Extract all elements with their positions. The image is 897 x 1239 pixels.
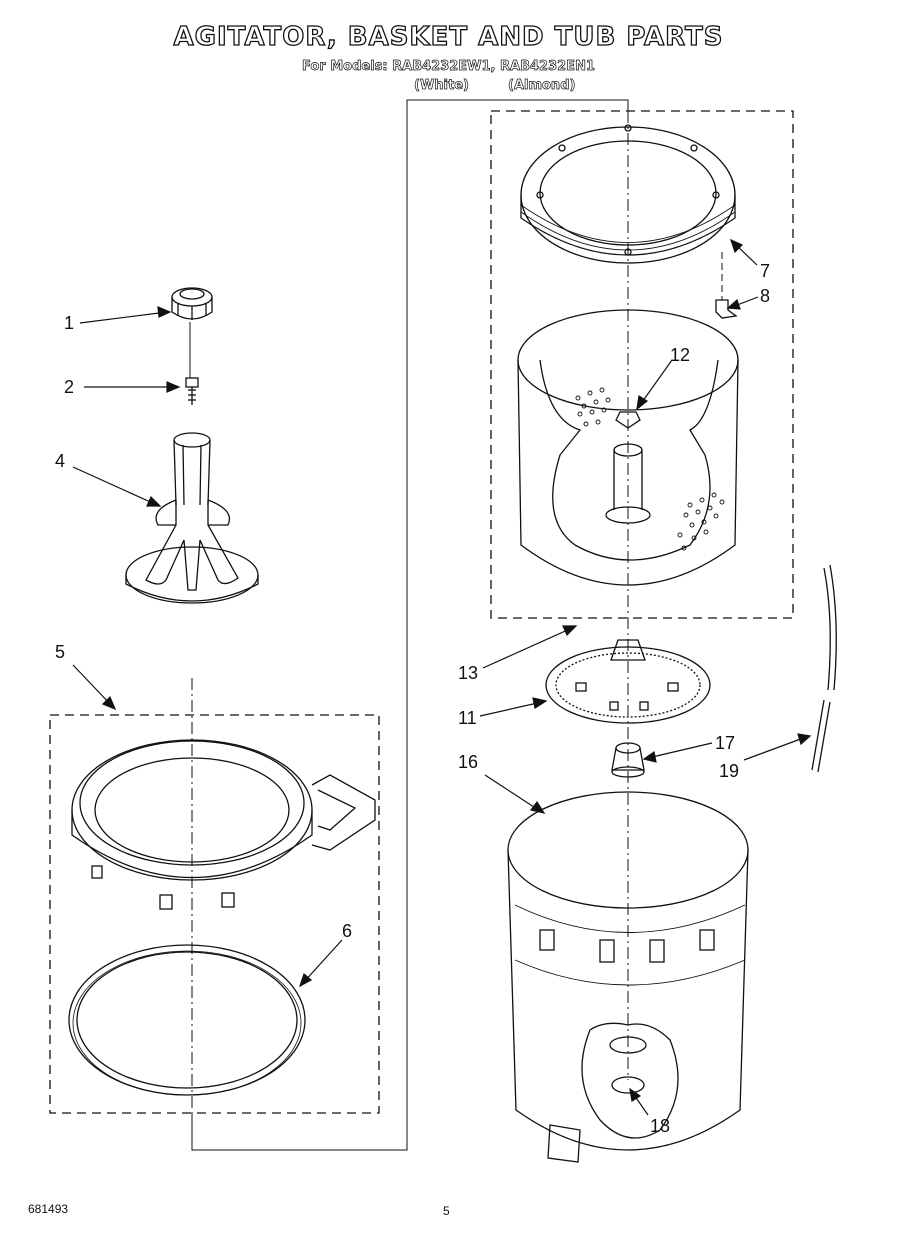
drive-hub-drawing <box>611 742 645 778</box>
part-label-19: 19 <box>719 761 740 781</box>
agitator-bolt-drawing <box>185 377 199 405</box>
hose-drawing <box>811 564 837 773</box>
part-label-16: 16 <box>458 752 479 772</box>
part-label-4: 4 <box>55 451 66 471</box>
agitator-drawing <box>125 432 259 604</box>
part-label-7: 7 <box>760 261 771 281</box>
part-label-5: 5 <box>55 642 66 662</box>
part-label-11: 11 <box>458 708 477 728</box>
connector-line-bottom <box>191 985 408 1151</box>
agitator-cap-drawing <box>171 287 213 320</box>
model-subtitle: For Models: RAB4232EW1, RAB4232EN1 <box>302 59 596 75</box>
part-label-12: 12 <box>670 345 691 365</box>
part-label-17: 17 <box>715 733 736 753</box>
part-label-1: 1 <box>64 313 75 333</box>
connector-line-top <box>406 99 629 985</box>
balance-ring-drawing <box>520 124 736 264</box>
basket-group-box <box>490 110 794 619</box>
splash-shield-drawing <box>545 639 711 724</box>
ring-group-box <box>49 714 380 1114</box>
basket-drawing <box>517 309 739 586</box>
variant-almond-label: (Almond) <box>508 78 576 94</box>
outer-tub-drawing <box>507 791 749 1163</box>
page-number: 5 <box>443 1204 450 1218</box>
balance-ring-screw-drawing <box>715 299 738 319</box>
tub-gasket-drawing <box>68 944 306 1096</box>
leader-lines <box>72 238 812 1116</box>
tub-ring-drawing <box>71 739 376 910</box>
document-code: 681493 <box>28 1202 69 1216</box>
part-label-2: 2 <box>64 377 75 397</box>
variant-white-label: (White) <box>414 78 470 94</box>
part-label-8: 8 <box>760 286 771 306</box>
basket-perforation-holes <box>575 387 725 551</box>
part-label-18: 18 <box>650 1116 671 1136</box>
page-title: AGITATOR, BASKET AND TUB PARTS <box>173 21 724 52</box>
part-label-13: 13 <box>458 663 479 683</box>
part-label-6: 6 <box>342 921 353 941</box>
